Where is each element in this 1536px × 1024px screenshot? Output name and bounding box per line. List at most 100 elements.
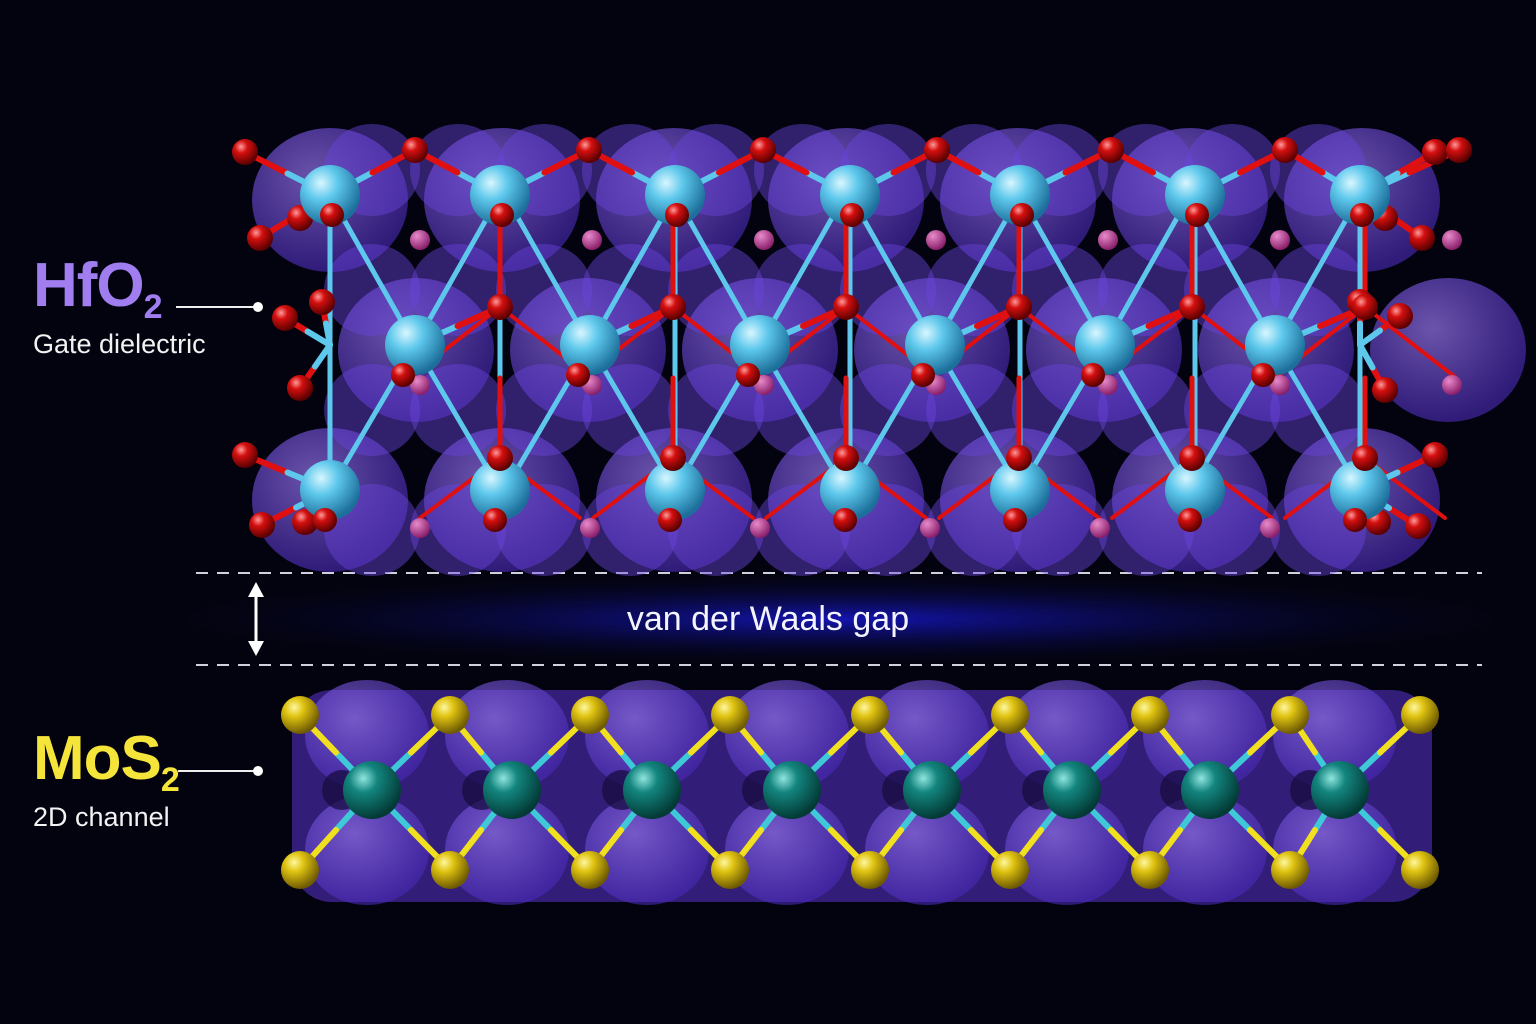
- oxygen-atom-inner: [410, 375, 430, 395]
- oxygen-atom: [1409, 225, 1435, 251]
- oxygen-atom-inner: [926, 230, 946, 250]
- oxygen-atom-inner: [1270, 375, 1290, 395]
- sulfur-atom: [711, 851, 749, 889]
- oxygen-atom-inner: [410, 518, 430, 538]
- oxygen-atom: [1352, 445, 1378, 471]
- molybdenum-atom: [343, 761, 401, 819]
- oxygen-atom-inner: [580, 518, 600, 538]
- oxygen-atom: [1098, 137, 1124, 163]
- sulfur-atom: [1401, 696, 1439, 734]
- bond: [418, 486, 462, 520]
- density-lobe: [1184, 364, 1280, 456]
- sulfur-atom: [711, 696, 749, 734]
- density-lobe: [1270, 364, 1366, 456]
- hafnium-atom: [820, 165, 880, 225]
- mos2-bonds: [297, 712, 1423, 873]
- oxygen-atom: [313, 508, 337, 532]
- density-lobe: [496, 244, 592, 336]
- oxygen-atom: [1372, 377, 1398, 403]
- oxygen-atom: [232, 442, 258, 468]
- oxygen-atom: [402, 137, 428, 163]
- oxygen-atom: [1081, 363, 1105, 387]
- oxygen-atom: [1251, 363, 1275, 387]
- bond: [1357, 327, 1383, 348]
- oxygen-atom: [576, 137, 602, 163]
- density-lobe: [754, 364, 850, 456]
- oxygen-atom: [833, 294, 859, 320]
- hfo2-caption: Gate dielectric: [33, 329, 206, 359]
- oxygen-atom: [490, 203, 514, 227]
- sulfur-atom: [431, 696, 469, 734]
- oxygen-atom: [750, 137, 776, 163]
- oxygen-atom: [320, 203, 344, 227]
- oxygen-atom: [1179, 294, 1205, 320]
- bond: [1357, 342, 1376, 371]
- electron-density-cloud: [292, 680, 1432, 905]
- density-lobe: [926, 244, 1022, 336]
- hafnium-atom: [905, 315, 965, 375]
- bond: [1408, 340, 1457, 379]
- oxygen-atom: [272, 305, 298, 331]
- sulfur-atom: [1131, 696, 1169, 734]
- hafnium-atom: [300, 460, 360, 520]
- density-lobe: [865, 795, 989, 905]
- oxygen-atom-inner: [1090, 518, 1110, 538]
- density-lobe: [725, 795, 849, 905]
- oxygen-atom: [1178, 508, 1202, 532]
- density-lobe: [585, 795, 709, 905]
- oxygen-atom: [391, 363, 415, 387]
- oxygen-atom: [487, 445, 513, 471]
- oxygen-atom: [249, 512, 275, 538]
- hfo2-crystal-layer: [232, 124, 1526, 576]
- bond: [1230, 486, 1274, 520]
- bond: [304, 328, 333, 348]
- oxygen-atom-inner: [1260, 518, 1280, 538]
- oxygen-atom: [660, 294, 686, 320]
- oxygen-atom: [1343, 508, 1367, 532]
- oxygen-atom: [833, 508, 857, 532]
- oxygen-atom: [566, 363, 590, 387]
- oxygen-atom: [1179, 445, 1205, 471]
- oxygen-atom: [1003, 508, 1027, 532]
- density-lobe: [1143, 795, 1267, 905]
- density-lobe: [324, 364, 420, 456]
- mos2-caption: 2D channel: [33, 802, 170, 832]
- oxygen-atom: [1422, 442, 1448, 468]
- oxygen-atom: [1006, 294, 1032, 320]
- oxygen-atom: [287, 375, 313, 401]
- density-lobe: [1012, 364, 1108, 456]
- oxygen-atom-inner: [754, 375, 774, 395]
- molybdenum-atom: [763, 761, 821, 819]
- oxygen-atom-inner: [750, 518, 770, 538]
- oxygen-atom: [1446, 137, 1472, 163]
- sulfur-atom: [431, 851, 469, 889]
- oxygen-atom-inner: [754, 230, 774, 250]
- oxygen-atom: [1185, 203, 1209, 227]
- oxygen-atom: [292, 509, 318, 535]
- hafnium-atom: [645, 460, 705, 520]
- oxygen-atom-inner: [1098, 230, 1118, 250]
- oxygen-atom: [1350, 203, 1374, 227]
- bond: [312, 342, 333, 370]
- oxygen-atom: [1352, 294, 1378, 320]
- sulfur-atom: [281, 851, 319, 889]
- mos2-monolayer: [281, 680, 1439, 905]
- density-lobe: [445, 795, 569, 905]
- sulfur-atom: [991, 851, 1029, 889]
- hafnium-atom: [730, 315, 790, 375]
- oxygen-atom: [232, 139, 258, 165]
- hfo2-label: HfO2 Gate dielectric: [33, 250, 206, 360]
- hafnium-atom: [1245, 315, 1305, 375]
- gap-band: [180, 574, 1500, 664]
- oxygen-atom-inner: [1442, 375, 1462, 395]
- bond: [884, 486, 928, 520]
- density-lobe: [410, 364, 506, 456]
- molybdenum-atom: [1181, 761, 1239, 819]
- hafnium-atom: [990, 460, 1050, 520]
- oxygen-atom: [833, 445, 859, 471]
- molybdenum-atom: [1311, 761, 1369, 819]
- hafnium-atom: [300, 165, 360, 225]
- sulfur-atom: [571, 696, 609, 734]
- oxygen-atom: [483, 508, 507, 532]
